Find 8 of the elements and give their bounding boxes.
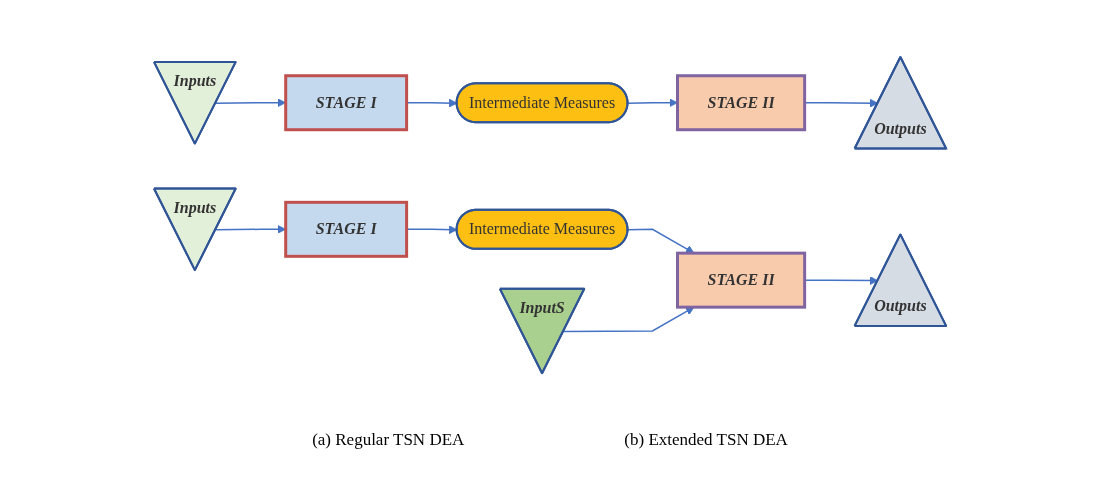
arrow bbox=[627, 98, 678, 108]
figure-caption: (b) Extended TSN DEA bbox=[624, 430, 788, 450]
node-box: STAGE I bbox=[284, 74, 409, 132]
arrow bbox=[627, 228, 695, 254]
figure-caption: (a) Regular TSN DEA bbox=[312, 430, 465, 450]
node-box: STAGE II bbox=[675, 74, 807, 132]
node-box: STAGE I bbox=[284, 200, 409, 258]
node-box: STAGE II bbox=[675, 251, 807, 309]
